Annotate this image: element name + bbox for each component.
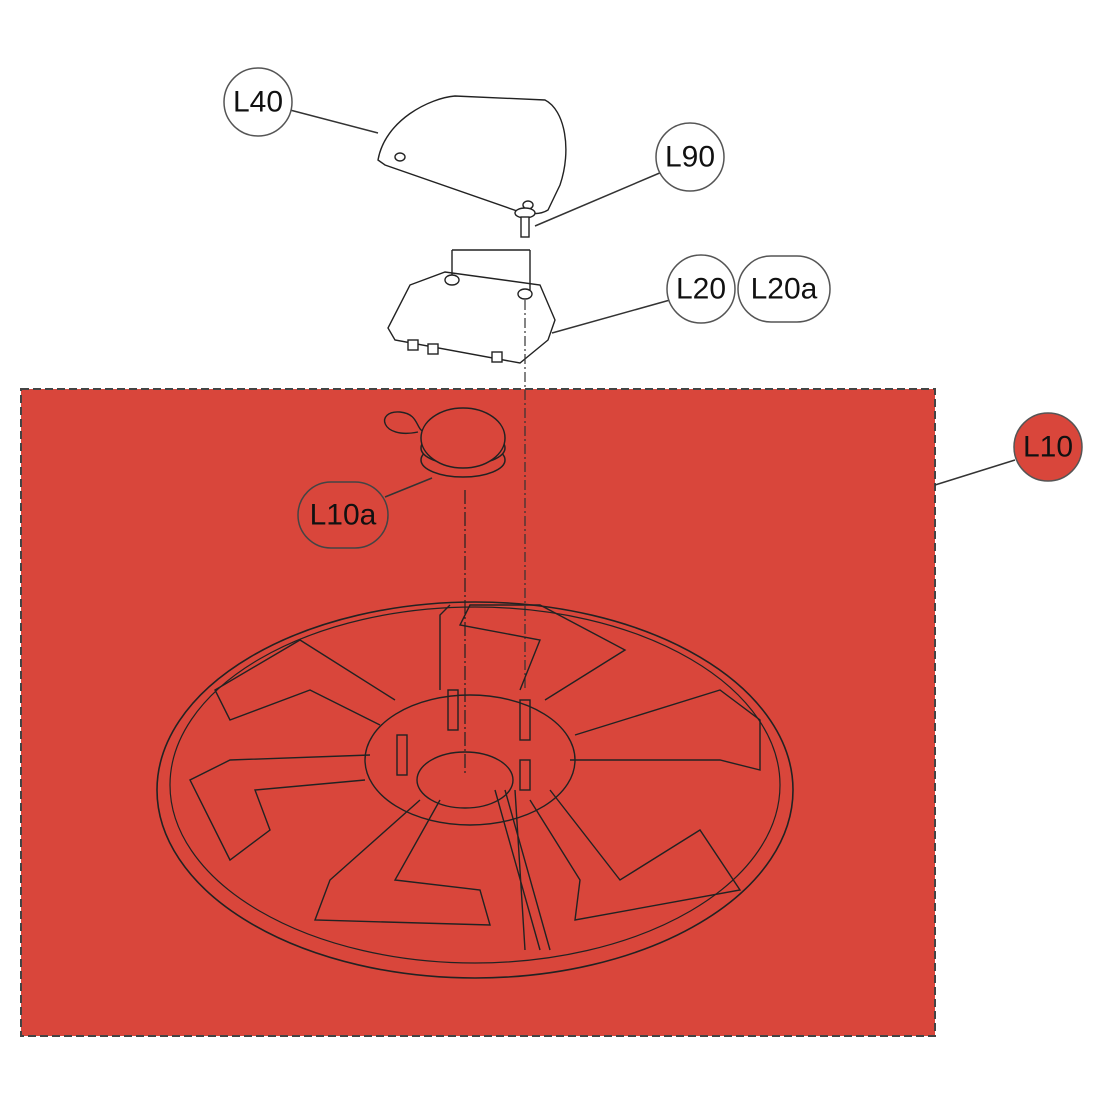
svg-text:L20: L20: [676, 273, 726, 306]
part-l10-base[interactable]: [156, 601, 794, 979]
callout-l20a[interactable]: L20a: [737, 255, 831, 323]
part-l20-board[interactable]: [387, 249, 556, 364]
svg-text:L20a: L20a: [751, 273, 818, 306]
callout-l90[interactable]: L90: [655, 122, 725, 192]
part-l90-screw[interactable]: [514, 207, 536, 238]
l10-highlight-region[interactable]: [20, 388, 936, 1037]
svg-text:L10a: L10a: [310, 499, 377, 532]
callout-l10[interactable]: L10: [1013, 412, 1083, 482]
svg-text:L90: L90: [665, 141, 715, 174]
part-l40-cover[interactable]: [377, 95, 567, 215]
callout-l40[interactable]: L40: [223, 67, 293, 137]
svg-text:L10: L10: [1023, 431, 1073, 464]
callout-l20[interactable]: L20: [666, 254, 736, 324]
part-l10a-pad[interactable]: [383, 407, 506, 478]
callout-l10a[interactable]: L10a: [297, 481, 389, 549]
svg-text:L40: L40: [233, 86, 283, 119]
